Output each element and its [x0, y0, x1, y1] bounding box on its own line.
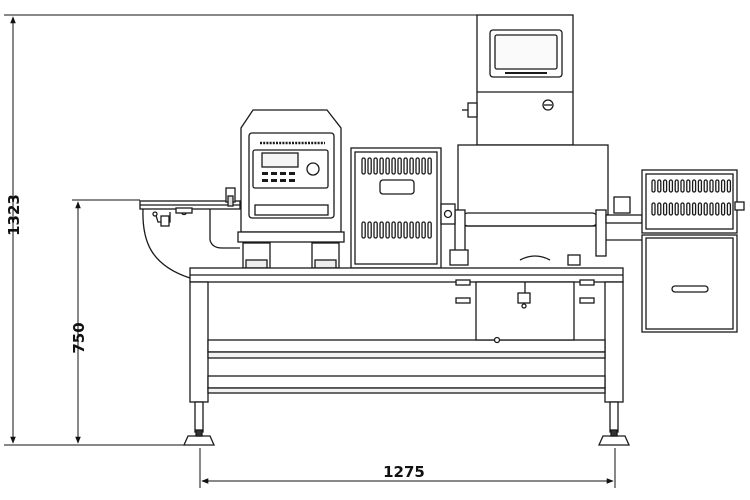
vent-slot [367, 157, 372, 175]
vent-slot [674, 179, 679, 193]
vent-slot [391, 221, 396, 239]
vent-slot [657, 202, 662, 216]
vent-slot [427, 157, 432, 175]
vent-slot [668, 179, 674, 193]
vent-slot [715, 179, 720, 193]
vent-slot [662, 202, 668, 216]
vent-slot [373, 221, 378, 239]
weighing-hood [457, 144, 609, 216]
vent-slot [668, 202, 674, 216]
vent-slot [373, 157, 378, 175]
detector-knob [306, 162, 320, 176]
vent-slot [703, 179, 708, 193]
vent-slot [720, 179, 726, 193]
vent-slot [657, 179, 662, 193]
vent-slot [361, 157, 366, 175]
vent-slot [403, 157, 408, 175]
vent-slot [691, 202, 697, 216]
adjustable-feet [182, 401, 631, 446]
vent-slot [361, 221, 366, 239]
vent-slot [391, 157, 396, 175]
vent-slot [403, 221, 408, 239]
vent-slot [415, 157, 420, 175]
vent-slot [379, 157, 384, 175]
vent-slot [703, 202, 708, 216]
vent-slot [367, 221, 372, 239]
vent-slot [427, 221, 432, 239]
vent-slot [409, 157, 414, 175]
vent-slot [715, 202, 720, 216]
vent-slot [709, 202, 714, 216]
vent-slot [697, 179, 703, 193]
vent-slot [726, 202, 732, 216]
vented-panel-left [350, 147, 442, 269]
dimension-label-750: 750 [70, 322, 88, 353]
control-cabinet [462, 14, 574, 146]
dimension-conveyor-height [72, 199, 140, 444]
vent-slot [397, 157, 402, 175]
dimension-base-width [199, 448, 616, 488]
vent-slot [651, 179, 656, 193]
vent-slot [686, 179, 691, 193]
vent-slot [415, 221, 420, 239]
dimension-label-1323: 1323 [5, 194, 23, 236]
vent-slot [726, 179, 732, 193]
vent-slot [680, 202, 685, 216]
dimension-overall-height [4, 14, 478, 446]
vent-slot [662, 179, 668, 193]
reject-bin [641, 169, 745, 333]
vent-slot [686, 202, 691, 216]
vent-slot [409, 221, 414, 239]
vent-slot [385, 221, 390, 239]
vent-slot [421, 221, 426, 239]
vent-slot [709, 179, 714, 193]
vent-slot [651, 202, 656, 216]
metal-detector-head [237, 109, 345, 269]
vent-slot [680, 179, 685, 193]
vent-slot [379, 221, 384, 239]
vent-slot [691, 179, 697, 193]
vent-slot [720, 202, 726, 216]
vent-slot [397, 221, 402, 239]
main-frame [189, 267, 624, 403]
transfer-roller [440, 196, 643, 266]
dimension-label-1275: 1275 [383, 463, 425, 481]
vent-slot [421, 157, 426, 175]
infeed-conveyor [139, 187, 241, 279]
vent-slot [697, 202, 703, 216]
vent-slot [385, 157, 390, 175]
vent-slot [674, 202, 679, 216]
